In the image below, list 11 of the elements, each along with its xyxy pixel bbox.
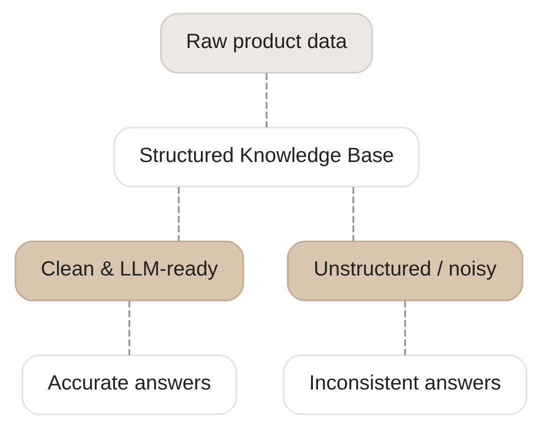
connector xyxy=(404,300,406,356)
connector xyxy=(177,187,180,242)
node-box: Structured Knowledge Base xyxy=(112,126,420,188)
connector xyxy=(128,300,130,356)
node-box: Clean & LLM-ready xyxy=(14,240,244,302)
node-box: Unstructured / noisy xyxy=(286,240,523,302)
connector xyxy=(265,73,267,128)
node-box: Raw product data xyxy=(160,12,372,74)
node-box: Accurate answers xyxy=(21,354,237,416)
connector xyxy=(352,187,354,242)
node-box: Inconsistent answers xyxy=(282,354,527,416)
